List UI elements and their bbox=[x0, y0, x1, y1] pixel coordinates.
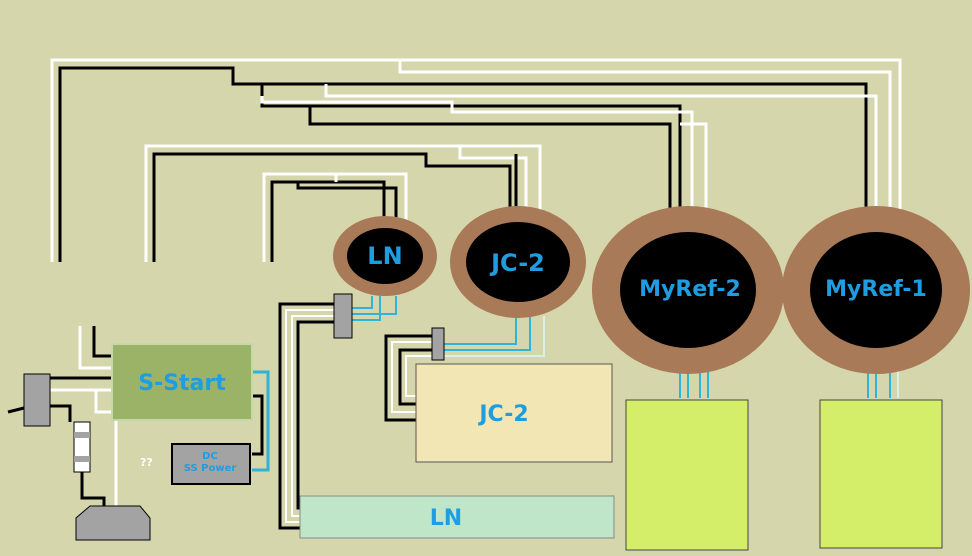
toroid-ln-label: LN bbox=[367, 242, 402, 270]
myref-output-wires bbox=[679, 370, 899, 398]
jc2-box: JC-2 bbox=[415, 363, 613, 463]
toroid-myref2-label: MyRef-2 bbox=[639, 277, 741, 302]
toroid-jc2: JC-2 bbox=[450, 206, 586, 318]
dc-ss-power-box: DC SS Power bbox=[171, 443, 251, 485]
question-label: ?? bbox=[140, 456, 153, 469]
ln-connector bbox=[333, 293, 353, 339]
dc-label: DC bbox=[202, 451, 218, 462]
toroid-jc2-label: JC-2 bbox=[489, 249, 545, 277]
myref1-box bbox=[819, 399, 943, 549]
toroid-myref1: MyRef-1 bbox=[782, 206, 970, 374]
myref2-box bbox=[625, 399, 749, 551]
sstart-label: S-Start bbox=[138, 371, 226, 396]
toroid-myref1-label: MyRef-1 bbox=[825, 277, 927, 302]
sstart-input-wires bbox=[7, 326, 270, 506]
ss-power-label: SS Power bbox=[184, 463, 237, 474]
ln-output-wires bbox=[278, 296, 397, 530]
top-wire-harness bbox=[50, 58, 902, 262]
power-socket bbox=[75, 505, 151, 541]
jc2-output-wires bbox=[384, 316, 545, 422]
jc2-box-label: JC-2 bbox=[477, 402, 528, 427]
ln-box: LN bbox=[299, 495, 615, 539]
jc2-connector bbox=[431, 327, 445, 361]
fuse-holder bbox=[73, 421, 91, 473]
ln-box-label: LN bbox=[430, 506, 462, 531]
left-plug-connector bbox=[23, 373, 51, 427]
toroid-myref2: MyRef-2 bbox=[592, 206, 784, 374]
toroid-ln: LN bbox=[333, 216, 437, 296]
sstart-box: S-Start bbox=[111, 343, 253, 421]
